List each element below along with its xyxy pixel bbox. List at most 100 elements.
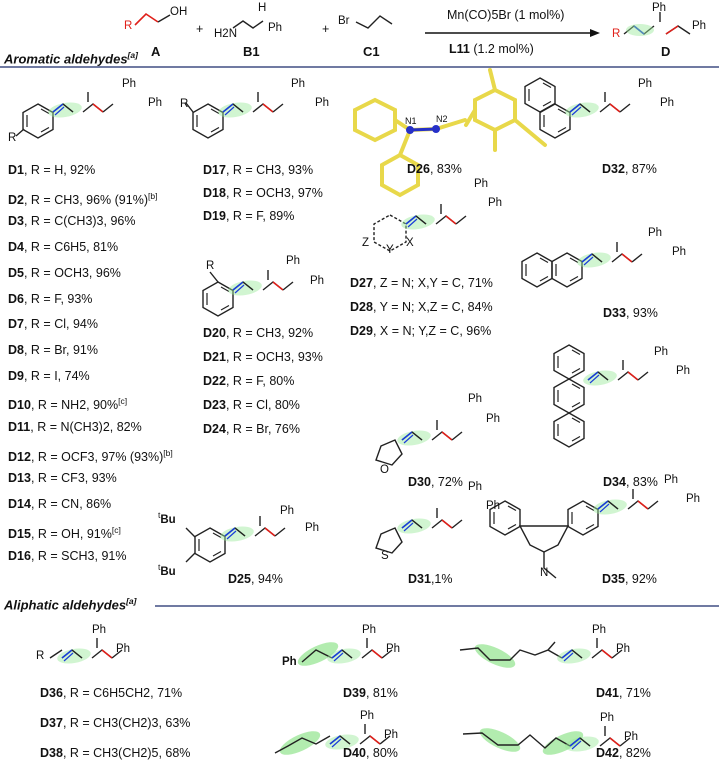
entry-text: , R = I, 74% <box>23 368 90 383</box>
entry-text: , R = Cl, 80% <box>225 398 300 412</box>
entry-text: , R = F, 80% <box>225 374 295 388</box>
entry-id: D8 <box>8 342 24 357</box>
entry-text: , R = C6H5CH2, 71% <box>62 686 183 700</box>
atom-H2N: H2N <box>214 28 238 40</box>
entry-d32: D32, 87% <box>602 162 657 176</box>
atom-Ph-product: Ph <box>652 2 667 14</box>
entry-text: , 72% <box>430 475 463 489</box>
entry-d23: D23, R = Cl, 80% <box>203 398 300 412</box>
entry-id: D36 <box>40 686 63 700</box>
entry-d21: D21, R = OCH3, 93% <box>203 350 323 364</box>
entry-d9: D9, R = I, 74% <box>8 369 90 383</box>
atom-Ph2-D17: Ph <box>315 97 330 109</box>
tbu-t-bottom: t <box>158 562 161 572</box>
entry-text: , R = CH3, 96% (91%) <box>23 192 148 207</box>
entry-text: , R = SCH3, 91% <box>30 548 127 563</box>
entry-d17: D17, R = CH3, 93% <box>203 163 313 177</box>
entry-note: [b] <box>163 447 173 458</box>
atom-tBu-top: tBu <box>158 510 176 526</box>
entry-d33: D33, 93% <box>603 306 658 320</box>
atom-Ph-D39-start: Ph <box>282 656 297 668</box>
entry-note: [b] <box>148 190 158 201</box>
section-aromatic: Aromatic aldehydes[a] <box>4 50 138 66</box>
atom-Ph-D42: Ph <box>600 712 615 724</box>
atom-Ph-D36: Ph <box>92 624 107 636</box>
atom-Ph2-D36: Ph <box>116 643 131 655</box>
atom-R-D36: R <box>36 650 45 662</box>
atom-Ph2-product: Ph <box>692 20 707 32</box>
entry-id: D27 <box>350 276 373 290</box>
entry-id: D21 <box>203 350 226 364</box>
entry-id: D10 <box>8 398 31 413</box>
entry-text: , Y = N; X,Z = C, 84% <box>372 300 493 314</box>
entry-d10: D10, R = NH2, 90%[c] <box>8 394 127 412</box>
entry-d7: D7, R = Cl, 94% <box>8 317 98 331</box>
atom-R-D1: R <box>8 132 17 144</box>
atom-Ph-D41: Ph <box>592 624 607 636</box>
atom-Ph2-D31: Ph <box>486 500 501 512</box>
entry-d3: D3, R = C(CH3)3, 96% <box>8 214 135 228</box>
atom-Ph2-D40: Ph <box>384 729 399 741</box>
atom-Z: Z <box>362 237 370 249</box>
structure-D40 <box>274 723 391 755</box>
entry-text: , R = CH3(CH2)3, 63% <box>62 716 191 730</box>
entry-text: , R = CH3, 92% <box>225 326 314 340</box>
atom-Ph-D30: Ph <box>468 393 483 405</box>
section-aliphatic: Aliphatic aldehydes[a] <box>4 596 136 612</box>
atom-tBu-bottom: tBu <box>158 562 176 578</box>
entry-id: D35 <box>602 572 625 586</box>
condition-ligand: L11 (1.2 mol%) <box>449 42 534 56</box>
reagent-B1 <box>232 20 264 29</box>
entry-text: , R = Br, 91% <box>23 342 98 357</box>
entry-d30: D30, 72% <box>408 475 463 489</box>
entry-d31: D31,1% <box>408 572 452 586</box>
atom-R: R <box>124 20 133 32</box>
structure-D39 <box>297 637 393 667</box>
entry-id: D13 <box>8 471 31 486</box>
entry-d2: D2, R = CH3, 96% (91%)[b] <box>8 189 157 207</box>
entry-id: D32 <box>602 162 625 176</box>
entry-d6: D6, R = F, 93% <box>8 292 92 306</box>
atom-H-B1: H <box>258 2 267 14</box>
entry-d42: D42, 82% <box>596 746 651 760</box>
entry-id: D14 <box>8 497 31 512</box>
atom-Ph2-D32: Ph <box>660 97 675 109</box>
entry-text: , 87% <box>624 162 657 176</box>
atom-Ph2-D34: Ph <box>676 365 691 377</box>
atom-Ph2-D42: Ph <box>624 731 639 743</box>
entry-text: , R = C(CH3)3, 96% <box>23 214 136 229</box>
atom-N1: N1 <box>405 116 417 126</box>
entry-id: D17 <box>203 163 226 177</box>
entry-id: D31 <box>408 572 431 586</box>
structure-D20-D24 <box>202 269 294 317</box>
entry-text: , 93% <box>625 306 658 320</box>
atom-S: S <box>381 550 389 562</box>
entry-d14: D14, R = CN, 86% <box>8 497 111 511</box>
atom-X: X <box>406 237 414 249</box>
atom-Ph2-D30: Ph <box>486 413 501 425</box>
entry-d25: D25, 94% <box>228 572 283 586</box>
entry-d35: D35, 92% <box>602 572 657 586</box>
entry-note: [c] <box>111 524 121 535</box>
entry-text: , R = NH2, 90% <box>30 398 119 413</box>
atom-Ph2-D41: Ph <box>616 643 631 655</box>
entry-id: D20 <box>203 326 226 340</box>
entry-id: D15 <box>8 526 31 541</box>
atom-Ph-B1: Ph <box>268 22 283 34</box>
atom-R-D20: R <box>206 260 215 272</box>
atom-Ph-D34: Ph <box>654 346 669 358</box>
structure-D25 <box>185 515 286 563</box>
entry-text: , R = CN, 86% <box>30 497 112 512</box>
entry-d19: D19, R = F, 89% <box>203 209 294 223</box>
entry-id: D3 <box>8 214 24 229</box>
entry-text: , R = N(CH3)2, 82% <box>30 420 142 434</box>
entry-d41: D41, 71% <box>596 686 651 700</box>
atom-Ph-D1: Ph <box>122 78 137 90</box>
entry-text: , R = OCH3, 93% <box>225 350 323 364</box>
atom-Ph2-D1: Ph <box>148 97 163 109</box>
section-aromatic-note: [a] <box>127 50 138 60</box>
atom-Ph-D31: Ph <box>468 481 483 493</box>
entry-d37: D37, R = CH3(CH2)3, 63% <box>40 716 190 730</box>
